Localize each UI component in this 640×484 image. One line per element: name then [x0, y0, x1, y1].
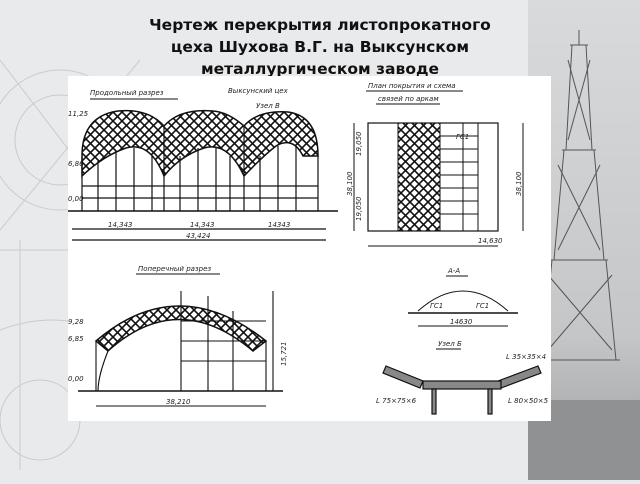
title-line: цеха Шухова В.Г. на Выксунском — [170, 38, 470, 56]
title-line: Чертеж перекрытия листопрокатного — [149, 16, 491, 34]
technical-drawing: Продольный разрез Выксунский цех Узел В … — [68, 76, 551, 421]
roof-plan: План покрытия и схема связей по аркам ГС… — [346, 82, 524, 247]
level-label: 11,25 — [68, 110, 89, 118]
profile-label: L 35×35×4 — [506, 353, 546, 361]
transverse-title: Поперечный разрез — [138, 265, 211, 273]
title-line: металлургическом заводе — [200, 60, 440, 78]
longitudinal-title: Продольный разрез — [90, 89, 164, 97]
plan-mark: ГС1 — [456, 133, 469, 141]
section-a-a: А-А ГС1 ГС1 14630 — [408, 267, 518, 327]
section-title: А-А — [447, 267, 460, 275]
plan-title: План покрытия и схема — [368, 82, 456, 90]
section-mark: ГС1 — [430, 302, 443, 310]
longitudinal-section: Продольный разрез Выксунский цех Узел В … — [68, 87, 338, 241]
node-b-detail: Узел Б L 35×35×4 L 75×75×6 L 80×50×5 — [376, 340, 549, 415]
span-dimension: 14343 — [268, 221, 290, 229]
section-dimension: 14630 — [450, 318, 473, 326]
span-dimension: 38,210 — [166, 398, 191, 406]
workshop-label: Выксунский цех — [228, 87, 289, 95]
plan-dimension: 38,100 — [346, 171, 354, 196]
span-dimension: 14,343 — [108, 221, 133, 229]
plan-dimension: 14,630 — [478, 237, 503, 245]
level-label: 6,85 — [68, 335, 84, 343]
node-title: Узел Б — [438, 340, 462, 348]
slide-title: Чертеж перекрытия листопрокатного цеха Ш… — [90, 14, 550, 80]
level-label: 6,86 — [68, 160, 84, 168]
plan-dimension: 19,050 — [355, 131, 363, 156]
level-label: 0,00 — [68, 375, 84, 383]
plan-dimension: 19,050 — [355, 196, 363, 221]
node-label: Узел В — [256, 102, 280, 110]
section-mark: ГС1 — [476, 302, 489, 310]
profile-label: L 80×50×5 — [508, 397, 549, 405]
profile-label: L 75×75×6 — [376, 397, 417, 405]
plan-title: связей по аркам — [378, 95, 439, 103]
level-label: 9,28 — [68, 318, 84, 326]
span-dimension: 14,343 — [190, 221, 215, 229]
total-dimension: 43,424 — [186, 232, 211, 240]
transverse-section: Поперечный разрез 9,28 6,85 0,00 15,721 … — [68, 265, 288, 407]
plan-dimension: 38,100 — [515, 171, 523, 196]
level-label: 0,00 — [68, 195, 84, 203]
height-dimension: 15,721 — [280, 342, 288, 367]
